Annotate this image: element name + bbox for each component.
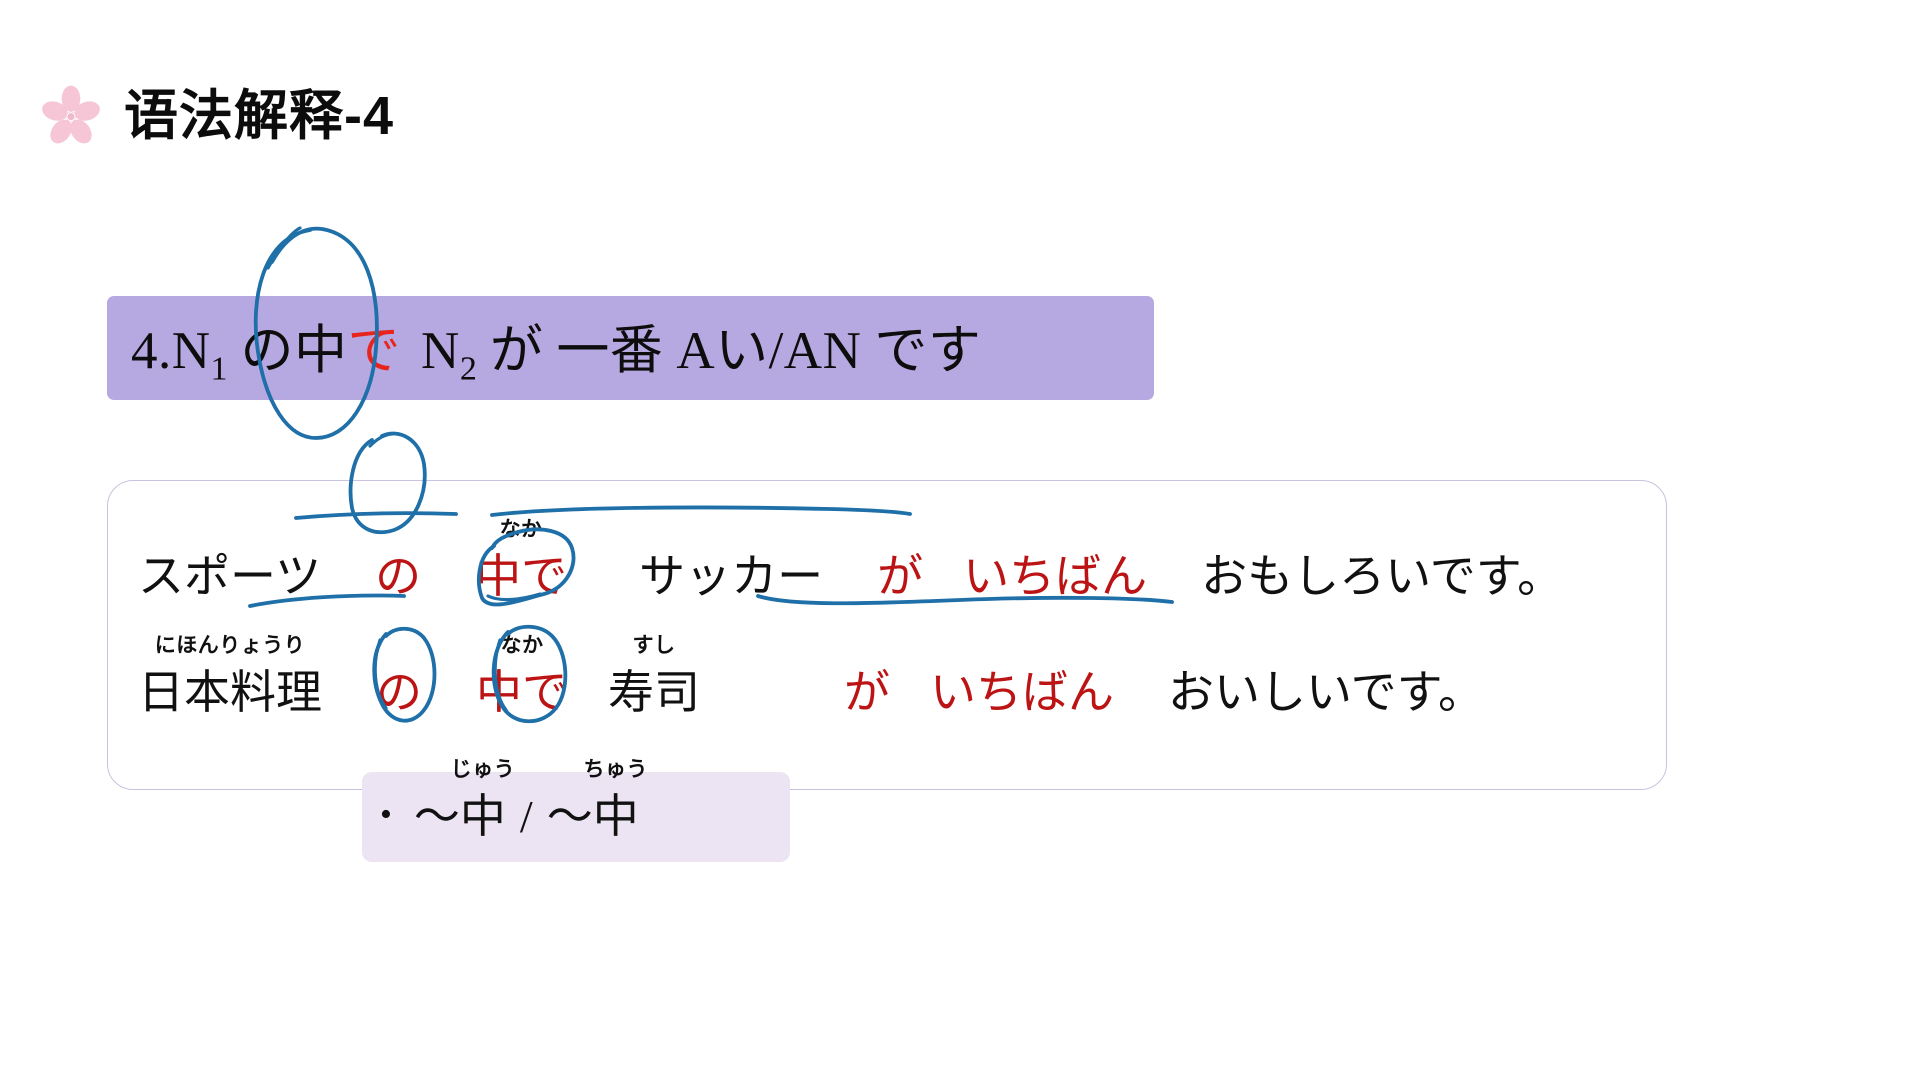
note-item-1-kanji-wrap: じゅう 中 [451,758,515,843]
note-item-2-kanji-wrap: ちゅう 中 [583,758,647,843]
pattern-ichiban: 一番 [556,321,664,380]
note-item-2: 〜 ちゅう 中 [546,758,648,843]
sakura-flower-icon [42,85,100,144]
ruby-chuu: ちゅう [583,758,648,782]
pattern-de-particle: で [347,321,402,380]
segment-naka-de: なか 中で [475,518,568,602]
note-strip: • 〜 じゅう 中 / 〜 ちゅう 中 [362,758,790,862]
pattern-n1: N [171,321,211,380]
segment-sakka: サッカー [639,551,824,602]
example-sentence-1: スポーツ の なか 中で サッカー が いちばん おもしろいです。 [138,518,1564,602]
segment-nihonryouri: にほんりょうり 日本料理 [138,634,322,718]
note-separator: / [519,791,533,843]
segment-ichiban: いちばん [963,551,1148,602]
segment-no-particle-2: の [376,667,422,718]
pattern-n1-subscript: 1 [210,350,228,388]
pattern-ga: が [489,321,544,380]
page-title: 语法解释-4 [124,86,395,146]
segment-ichiban-2: いちばん [930,667,1114,718]
pattern-adjective: Aい/AN [676,321,862,380]
pattern-desu: です [874,321,982,380]
segment-supotsu: スポーツ [138,551,322,602]
segment-naka-de-2-text: 中で [476,667,568,718]
segment-nihonryouri-text: 日本料理 [138,667,322,718]
ink-tick-banner [266,226,302,270]
pattern-no-naka: の中 [240,321,348,380]
segment-naka-de-text: 中で [475,551,568,602]
note-item-1-prefix: 〜 [413,791,460,843]
segment-no-particle: の [375,551,422,602]
segment-naka-de-2: なか 中で [476,634,568,718]
segment-oishii-desu: おいしいです。 [1168,667,1485,718]
ruby-naka: なか [499,518,543,541]
ruby-naka-2: なか [500,634,544,657]
segment-sushi: すし 寿司 [608,634,700,718]
pattern-n2: N [421,321,460,380]
note-item-2-prefix: 〜 [546,791,593,843]
segment-sushi-text: 寿司 [608,667,700,718]
pattern-n2-subscript: 2 [459,350,477,388]
note-bullet: • [380,795,392,833]
ruby-juu: じゅう [450,758,516,782]
segment-ga-particle-2: が [844,667,890,718]
segment-ga-particle: が [877,551,924,602]
examples-container-box [107,480,1667,790]
example-sentence-2: にほんりょうり 日本料理 の なか 中で すし 寿司 が いちばん おいしいです… [138,634,1485,718]
segment-omoshiroi-desu: おもしろいです。 [1201,551,1564,602]
pattern-number: 4. [131,321,172,380]
ruby-sushi: すし [632,634,676,657]
ruby-nihonryouri: にほんりょうり [154,634,306,657]
note-item-2-kanji: 中 [592,791,639,843]
note-text: • 〜 じゅう 中 / 〜 ちゅう 中 [380,758,648,843]
slide-title-row: 语法解释-4 [40,85,394,147]
note-item-1: 〜 じゅう 中 [413,758,515,843]
note-item-1-kanji: 中 [459,791,506,843]
ink-arrow-tick-sentence-1 [368,432,394,448]
